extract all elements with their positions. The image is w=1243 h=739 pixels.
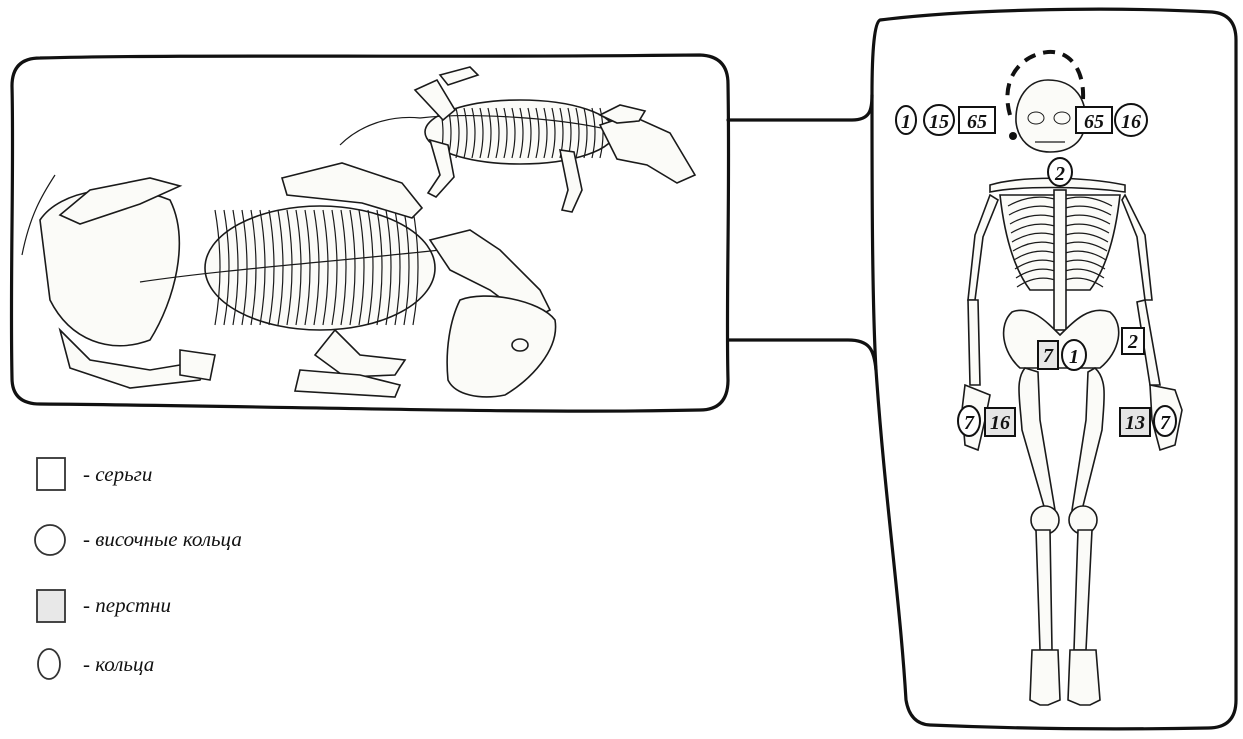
svg-text:65: 65	[967, 111, 987, 133]
svg-text:- височные кольца: - височные кольца	[83, 527, 242, 551]
marker-pelvis-7: 7	[1038, 341, 1058, 369]
oval-icon	[38, 649, 60, 679]
svg-text:1: 1	[1069, 346, 1079, 368]
svg-text:7: 7	[1160, 412, 1171, 434]
svg-text:16: 16	[990, 412, 1010, 434]
legend-item-signet-rings: - перстни	[37, 590, 171, 622]
horse-burial-panel	[11, 55, 728, 411]
large-horse-skeleton	[22, 163, 556, 397]
marker-head-left-15: 15	[924, 105, 954, 135]
marker-head-left-65: 65	[959, 107, 995, 133]
legend-item-rings: - кольца	[38, 649, 154, 679]
marker-hip-right-2: 2	[1122, 328, 1144, 354]
svg-text:7: 7	[1043, 345, 1054, 367]
svg-text:13: 13	[1125, 412, 1145, 434]
marker-head-right-16: 16	[1115, 104, 1147, 136]
svg-text:15: 15	[929, 111, 949, 133]
svg-text:2: 2	[1127, 331, 1138, 353]
shaded-square-icon	[37, 590, 65, 622]
marker-hand-left-7: 7	[958, 406, 980, 436]
marker-pelvis-1: 1	[1062, 340, 1086, 370]
connector-upper	[728, 95, 872, 120]
marker-head-left-1: 1	[896, 106, 916, 134]
marker-neck-2: 2	[1048, 158, 1072, 186]
connector-lower	[728, 340, 876, 370]
square-icon	[37, 458, 65, 490]
svg-text:7: 7	[964, 412, 975, 434]
svg-text:- перстни: - перстни	[83, 593, 171, 617]
marker-head-right-65: 65	[1076, 107, 1112, 133]
svg-text:65: 65	[1084, 111, 1104, 133]
legend-item-earrings: - серьги	[37, 458, 152, 490]
svg-text:16: 16	[1121, 111, 1141, 133]
svg-text:- серьги: - серьги	[83, 462, 152, 486]
svg-text:- кольца: - кольца	[83, 652, 154, 676]
marker-hand-left-16: 16	[985, 408, 1015, 436]
legend-item-temple-rings: - височные кольца	[35, 525, 242, 555]
circle-icon	[35, 525, 65, 555]
svg-text:1: 1	[901, 111, 911, 133]
legend: - серьги - височные кольца - перстни - к…	[35, 458, 242, 679]
human-burial-panel: 1 15 65 65 16 2	[872, 9, 1237, 729]
marker-hand-right-7: 7	[1154, 406, 1176, 436]
marker-hand-right-13: 13	[1120, 408, 1150, 436]
svg-text:2: 2	[1054, 163, 1065, 185]
